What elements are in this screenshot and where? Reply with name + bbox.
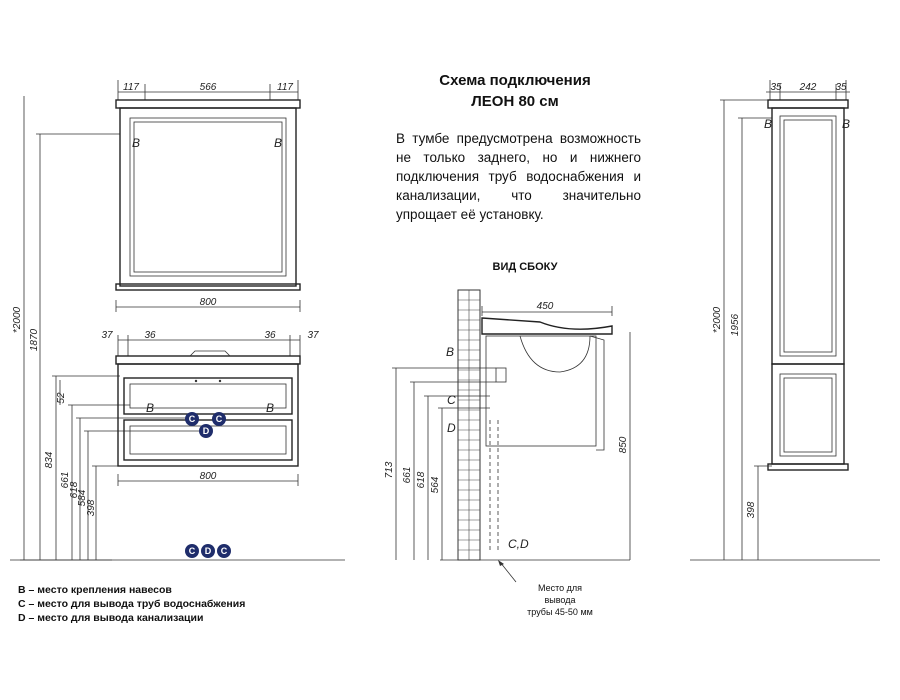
side-view-title: ВИД СБОКУ [492,261,558,273]
mirror-right-dim: 117 [277,82,293,93]
side-height-661: 661 [402,467,413,484]
mirror-marker-b-right: B [274,136,282,150]
mirror-center-dim: 566 [200,82,217,93]
side-marker-d: D [447,421,456,435]
cabinet-width-dim: 800 [200,471,217,482]
cabinet-dim-r2: 37 [307,330,319,341]
column-height-2000: *2000 [712,306,723,333]
left-height-dims: *2000 1870 834 661 618 584 398 [12,96,200,561]
column-marker-b-right: B [842,117,850,131]
cabinet-marker-b-left: B [146,401,154,415]
height-584-label: 584 [77,489,88,506]
cabinet-drawing: 37 36 36 37 52 B B 800 [56,330,319,486]
floor-marker-c-left: C [185,544,199,558]
cabinet-marker-d: D [199,424,213,438]
pipe-note-line-3: трубы 45-50 мм [527,607,593,617]
cabinet-dim-52: 52 [56,392,67,404]
cabinet-marker-c-right: C [212,412,226,426]
side-marker-b: B [446,345,454,359]
cabinet-marker-b-right: B [266,401,274,415]
mirror-left-dim: 117 [123,82,139,93]
height-1870-label: 1870 [29,328,40,351]
height-834-label: 834 [44,451,55,468]
legend: B – место крепления навесов C – место дл… [18,583,245,625]
side-marker-c: C [447,393,456,407]
column-dim-a: 35 [770,82,782,93]
side-marker-cd: C,D [508,537,529,551]
cabinet-marker-c-left: C [185,412,199,426]
legend-d: D – место для вывода канализации [18,612,204,624]
mirror-drawing: 117 566 117 B B 800 [115,80,301,312]
height-2000-label: *2000 [12,306,23,333]
cabinet-dim-l1: 37 [101,330,113,341]
brick-wall [458,290,480,560]
pipe-note: Место для вывода трубы 45-50 мм [510,582,610,618]
description-text: В тумбе предусмотрена возможность не тол… [396,131,641,222]
side-height-713: 713 [384,461,395,478]
side-height-850: 850 [618,436,629,453]
side-view-drawing: 450 713 661 618 564 850 B C D C,D [384,289,631,583]
column-height-1956: 1956 [730,313,741,336]
side-height-618: 618 [416,471,427,488]
legend-b: B – место крепления навесов [18,584,172,596]
side-depth-dim: 450 [537,301,554,312]
column-marker-b-left: B [764,117,772,131]
cabinet-dim-r1: 36 [264,330,276,341]
pipe-note-line-1: Место для [537,583,582,593]
column-dim-c: 35 [835,82,847,93]
pipe-note-line-2: вывода [544,595,576,605]
cabinet-dim-l2: 36 [144,330,156,341]
column-drawing: 35 242 35 B B *2000 1956 398 [690,80,880,561]
mirror-marker-b-left: B [132,136,140,150]
diagram-title: Схема подключения ЛЕОН 80 см [380,70,650,112]
legend-c: C – место для вывода труб водоснабжения [18,598,246,610]
height-618-label: 618 [69,481,80,498]
floor-marker-c-right: C [217,544,231,558]
column-height-398: 398 [746,501,757,518]
height-661-label: 661 [60,472,71,489]
title-line-1: Схема подключения [439,72,591,89]
title-line-2: ЛЕОН 80 см [471,93,559,110]
mirror-width-dim: 800 [200,297,217,308]
height-398-label: 398 [86,499,97,516]
column-dim-b: 242 [799,82,817,93]
side-height-564: 564 [430,476,441,493]
floor-marker-d: D [201,544,215,558]
